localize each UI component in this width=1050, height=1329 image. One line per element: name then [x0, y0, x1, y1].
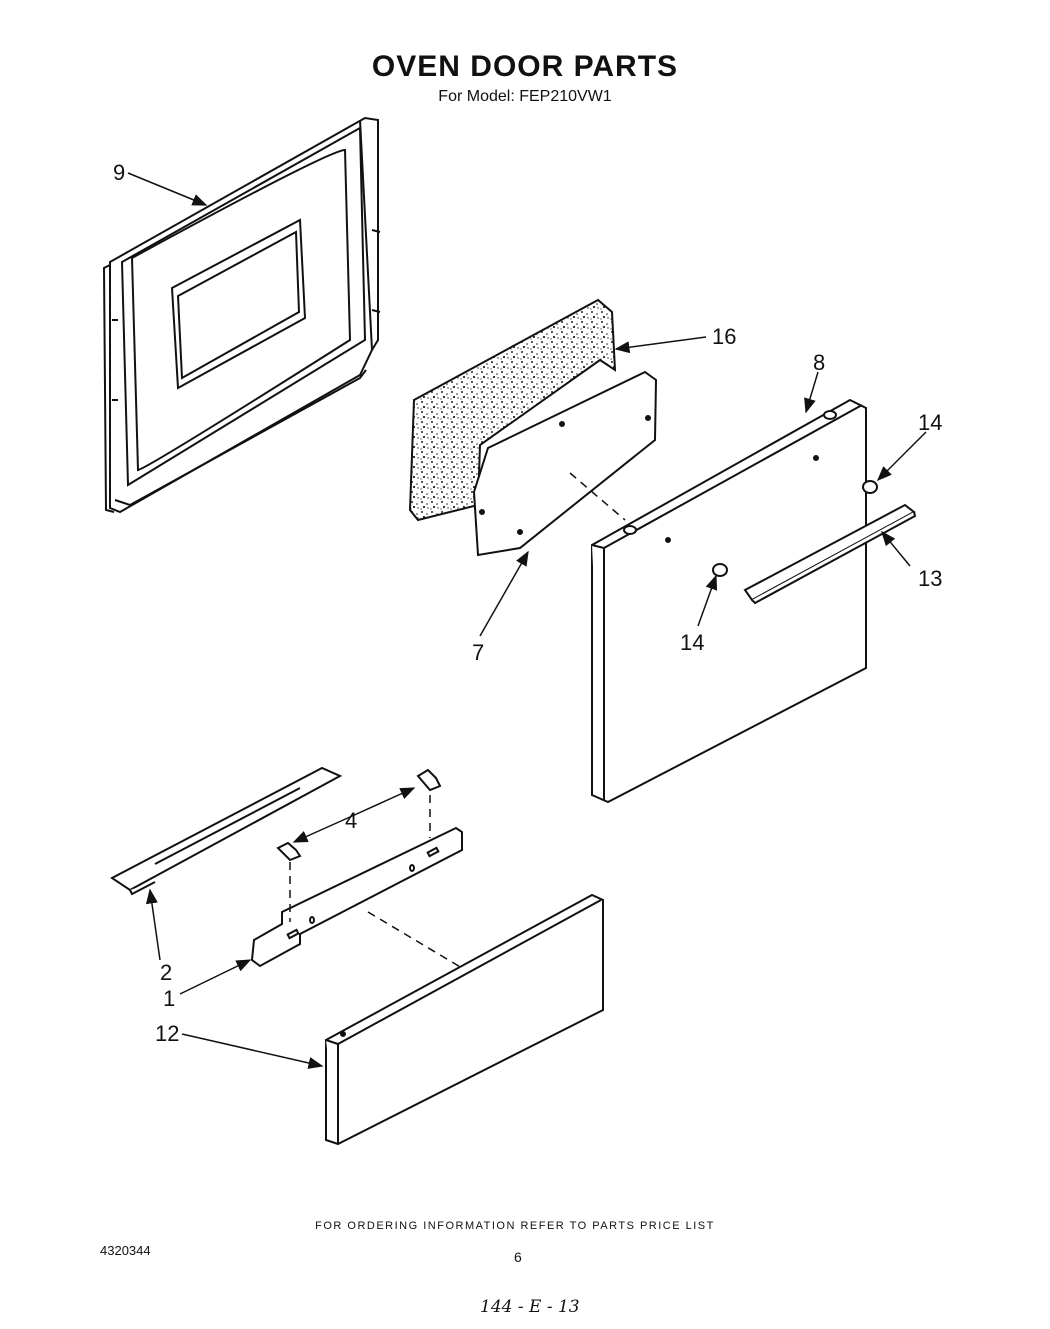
callout-leaders: [127, 172, 927, 1069]
handle-end-caps: [712, 480, 878, 577]
drawer-bracket: [250, 826, 463, 968]
callout-12: 12: [155, 1021, 180, 1046]
drawer-top-channel: [110, 766, 343, 896]
ordering-note: FOR ORDERING INFORMATION REFER TO PARTS …: [315, 1220, 715, 1232]
callout-7: 7: [472, 640, 485, 665]
document-number: 4320344: [100, 1243, 151, 1258]
alignment-lines: [289, 472, 626, 969]
callout-14-lower: 14: [680, 630, 705, 655]
page-title: OVEN DOOR PARTS: [371, 50, 679, 83]
drawer-front-panel: [325, 893, 604, 1146]
page-number: 6: [514, 1249, 522, 1265]
drawer-clips: [276, 768, 442, 862]
model-subtitle: For Model: FEP210VW1: [438, 88, 612, 105]
callout-9: 9: [113, 160, 126, 185]
callout-14-upper: 14: [918, 410, 943, 435]
door-insulation: [408, 298, 617, 522]
callout-16: 16: [712, 324, 737, 349]
handwritten-code: 144 - E - 13: [480, 1297, 580, 1317]
outer-door-panel: [591, 398, 867, 804]
callout-1: 1: [163, 986, 176, 1011]
door-shield-panel: [472, 370, 658, 557]
callout-13: 13: [918, 566, 943, 591]
callout-4: 4: [345, 808, 358, 833]
callout-2: 2: [160, 960, 173, 985]
door-handle: [743, 503, 917, 605]
callout-8: 8: [813, 350, 826, 375]
inner-door-liner: [102, 116, 381, 514]
